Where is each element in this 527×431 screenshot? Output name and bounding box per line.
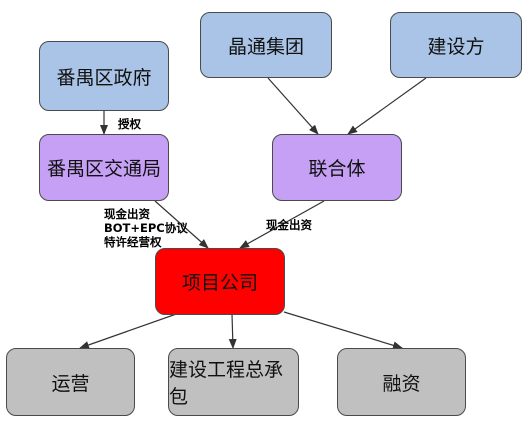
node-jingtong-group: 晶通集团 xyxy=(200,12,332,78)
node-project-company-label: 项目公司 xyxy=(181,272,258,294)
arrow-consortium-to-company xyxy=(239,200,325,249)
arrow-company-to-operation xyxy=(79,311,183,349)
node-panyu-government: 番禺区政府 xyxy=(39,41,169,111)
node-panyu-transport-bureau: 番禺区交通局 xyxy=(39,134,169,201)
node-builder: 建设方 xyxy=(390,12,522,78)
edge-label-authorize: 授权 xyxy=(118,117,141,131)
node-epc-contract-label: 建设工程总承包 xyxy=(169,359,284,408)
edge-label-consortium-cash: 现金出资 xyxy=(266,218,312,232)
node-financing: 融资 xyxy=(337,348,466,416)
arrow-company-to-financing xyxy=(283,311,403,350)
node-operation: 运营 xyxy=(6,348,135,416)
node-builder-label: 建设方 xyxy=(427,35,485,58)
edge-label-transport-concession: 特许经营权 xyxy=(104,235,162,249)
node-consortium-label: 联合体 xyxy=(308,158,366,180)
node-epc-contract: 建设工程总承包 xyxy=(168,348,299,416)
node-financing-label: 融资 xyxy=(382,372,421,395)
node-jingtong-group-label: 晶通集团 xyxy=(227,35,304,58)
edge-label-transport-bot-epc: BOT+EPC协议 xyxy=(104,221,188,235)
node-panyu-government-label: 番禺区政府 xyxy=(56,66,152,89)
node-panyu-transport-bureau-label: 番禺区交通局 xyxy=(46,158,161,180)
arrow-transport-to-company xyxy=(154,200,209,249)
node-operation-label: 运营 xyxy=(51,372,90,395)
node-project-company: 项目公司 xyxy=(155,248,285,315)
arrow-company-to-epc xyxy=(228,313,237,349)
arrow-builder-to-consortium xyxy=(347,77,427,135)
edge-label-transport-cash: 现金出资 xyxy=(104,207,150,221)
node-consortium: 联合体 xyxy=(272,134,402,201)
arrow-jingtong-to-consortium xyxy=(267,77,319,135)
